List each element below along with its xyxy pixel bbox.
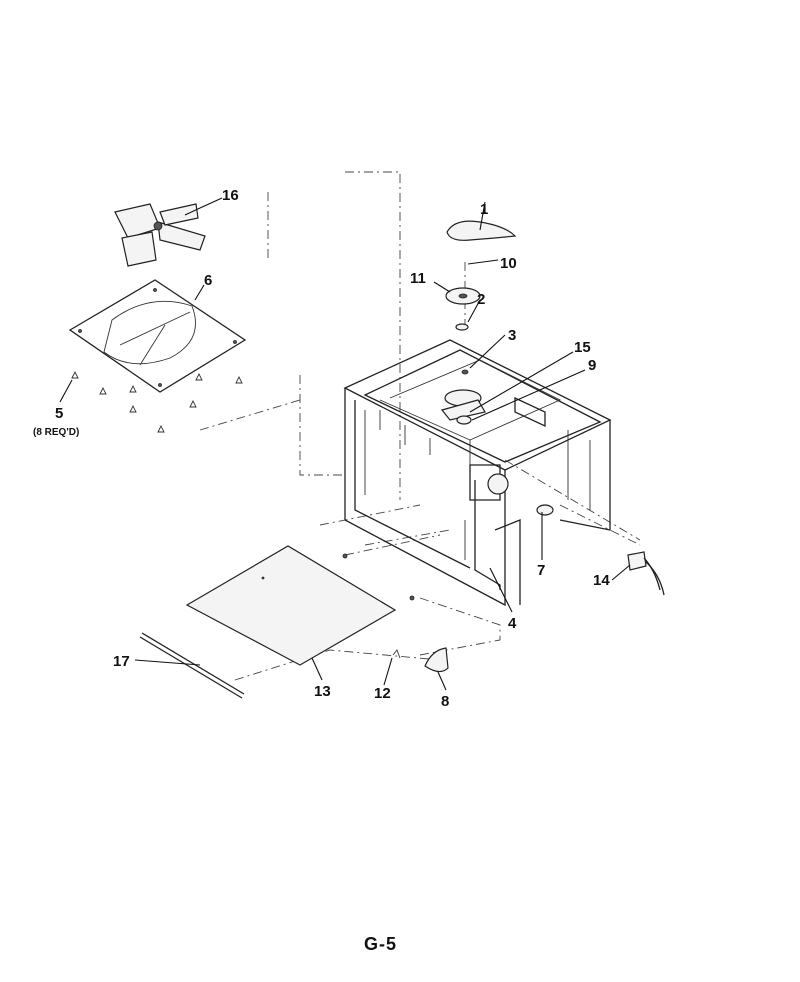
callout-16: 16 — [222, 187, 239, 204]
fan-blade-part — [114, 203, 206, 267]
callout-15: 15 — [574, 339, 591, 356]
page-label: G-5 — [364, 934, 398, 954]
callout-10: 10 — [500, 255, 517, 272]
screws-part — [71, 370, 243, 433]
callout-9: 9 — [588, 357, 596, 374]
stirrer-blade-part — [446, 220, 517, 241]
callout-3: 3 — [508, 327, 516, 344]
chassis-assembly — [342, 339, 612, 607]
callout-1: 1 — [480, 201, 488, 218]
fan-mounting-plate-part — [68, 279, 247, 393]
callout-11: 11 — [410, 270, 426, 287]
power-cord-part — [627, 551, 665, 596]
callout-7: 7 — [537, 562, 545, 579]
screw-quantity-note: (8 REQ'D) — [33, 427, 79, 438]
callout-17: 17 — [113, 653, 130, 670]
callout-4: 4 — [508, 615, 517, 632]
rod-part — [139, 632, 245, 699]
callout-8: 8 — [441, 693, 449, 710]
callout-6: 6 — [204, 272, 212, 289]
callout-labels: 1 2 3 4 5 6 7 8 9 10 11 12 13 14 15 16 1… — [33, 187, 610, 710]
callout-2: 2 — [477, 291, 485, 308]
leader-lines — [59, 197, 631, 691]
cover-part — [424, 647, 449, 673]
washer-part — [455, 323, 469, 331]
stirrer-pulley-part — [445, 287, 481, 305]
clip-part — [392, 649, 401, 659]
callout-12: 12 — [374, 685, 391, 702]
callout-14: 14 — [593, 572, 610, 589]
assembly-guide-lines — [199, 171, 641, 681]
bottom-plate-part — [185, 545, 397, 666]
callout-13: 13 — [314, 683, 331, 700]
callout-5: 5 — [55, 405, 63, 422]
